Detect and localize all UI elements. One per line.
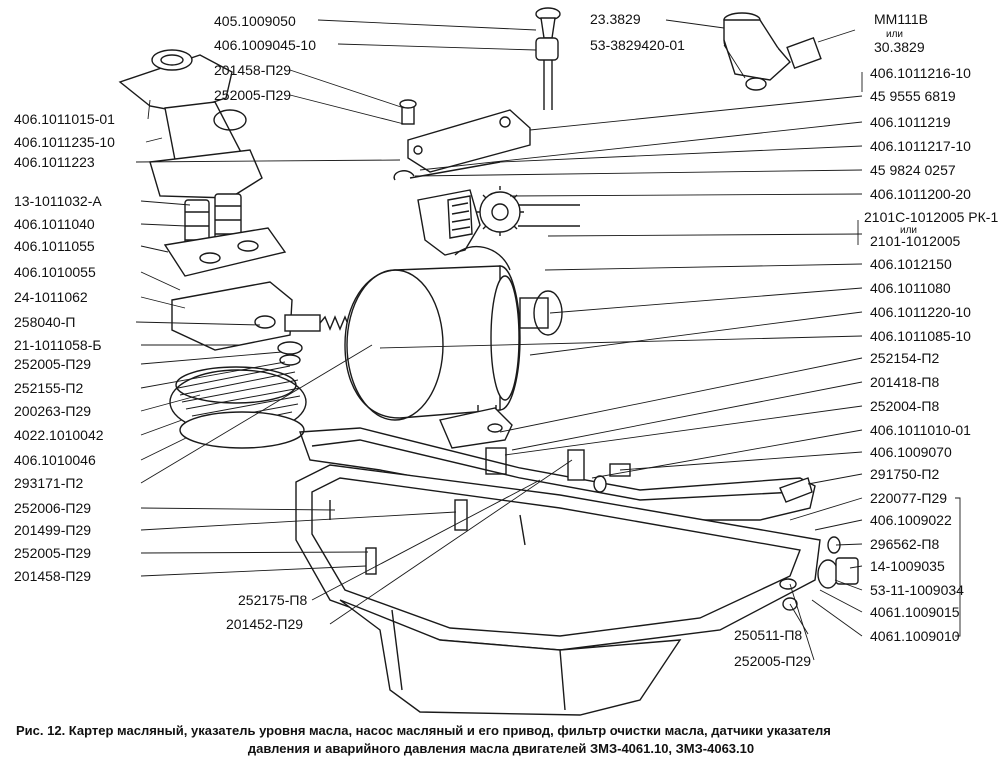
label-14-1009035: 14-1009035 xyxy=(870,558,945,574)
label-45-9555-6819: 45 9555 6819 xyxy=(870,88,956,104)
label-201458-p29-lower: 201458-П29 xyxy=(14,568,91,584)
label-406-1011217-10: 406.1011217-10 xyxy=(870,138,971,154)
drain-plug-drawing xyxy=(593,463,859,611)
label-406-1011040: 406.1011040 xyxy=(14,216,95,232)
label-4061-1009010: 4061.1009010 xyxy=(870,628,960,644)
label-23-3829: 23.3829 xyxy=(590,11,641,27)
label-201499-p29: 201499-П29 xyxy=(14,522,91,538)
label-252005-p29-top: 252005-П29 xyxy=(214,87,291,103)
label-406-1011220-10: 406.1011220-10 xyxy=(870,304,971,320)
label-201418-p8: 201418-П8 xyxy=(870,374,939,390)
label-252155-p2: 252155-П2 xyxy=(14,380,83,396)
label-406-1009070: 406.1009070 xyxy=(870,444,952,460)
pressure-sensor-drawing xyxy=(723,12,822,91)
label-53-11-1009034: 53-11-1009034 xyxy=(870,582,964,598)
label-258040-p: 258040-П xyxy=(14,314,75,330)
labels-bottom-center: 252175-П8 201452-П29 xyxy=(226,592,307,632)
labels-top-center: 405.1009050 406.1009045-10 201458-П29 25… xyxy=(214,13,316,103)
label-406-1011080: 406.1011080 xyxy=(870,280,951,296)
label-45-9824-0257: 45 9824 0257 xyxy=(870,162,956,178)
label-201452-p29: 201452-П29 xyxy=(226,616,303,632)
labels-sensor: 23.3829 53-3829420-01 ММ111В или 30.3829 xyxy=(590,11,928,55)
oil-pan-gasket-drawing xyxy=(299,427,816,521)
label-2101c-1012005-rk-1: 2101С-1012005 РК-1 xyxy=(864,209,998,225)
leader-lines xyxy=(135,19,961,661)
label-252154-p2: 252154-П2 xyxy=(870,350,939,366)
label-24-1011062: 24-1011062 xyxy=(14,289,88,305)
label-or-sensor: или xyxy=(886,29,903,40)
dipstick-drawing xyxy=(535,7,561,110)
label-406-1009022: 406.1009022 xyxy=(870,512,952,528)
label-mm111v: ММ111В xyxy=(874,11,928,27)
label-406-1011223: 406.1011223 xyxy=(14,154,95,170)
label-13-1011032-a: 13-1011032-А xyxy=(14,193,102,209)
labels-bottom-right: 250511-П8 252005-П29 xyxy=(734,627,811,669)
label-406-1012150: 406.1012150 xyxy=(870,256,952,272)
label-406-1009045-10: 406.1009045-10 xyxy=(214,37,316,53)
label-405-1009050: 405.1009050 xyxy=(214,13,296,29)
label-252006-p29: 252006-П29 xyxy=(14,500,91,516)
caption-line-1: Рис. 12. Картер масляный, указатель уров… xyxy=(16,723,831,738)
oil-strainer-drawing xyxy=(169,341,307,449)
label-53-3829420-01: 53-3829420-01 xyxy=(590,37,685,53)
label-200263-p29: 200263-П29 xyxy=(14,403,91,419)
label-293171-p2: 293171-П2 xyxy=(14,475,83,491)
label-4061-1009015: 4061.1009015 xyxy=(870,604,960,620)
labels-right-lower: 406.1012150 406.1011080 406.1011220-10 4… xyxy=(870,256,971,644)
label-252175-p8: 252175-П8 xyxy=(238,592,307,608)
pump-drive-drawing xyxy=(393,99,580,256)
exploded-parts-diagram: 406.1011015-01 406.1011235-10 406.101122… xyxy=(14,7,998,716)
oil-filter-drawing xyxy=(344,245,563,475)
label-406-1011200-20: 406.1011200-20 xyxy=(870,186,971,202)
label-252004-p8: 252004-П8 xyxy=(870,398,939,414)
label-21-1011058-b: 21-1011058-Б xyxy=(14,337,102,353)
label-291750-p2: 291750-П2 xyxy=(870,466,939,482)
labels-right: 406.1011216-10 45 9555 6819 406.1011219 … xyxy=(864,65,998,249)
label-406-1011235-10: 406.1011235-10 xyxy=(14,134,115,150)
caption-line-2: давления и аварийного давления масла дви… xyxy=(247,741,755,756)
label-296562-p8: 296562-П8 xyxy=(870,536,939,552)
figure-caption: Рис. 12. Картер масляный, указатель уров… xyxy=(16,722,986,758)
label-252005-p29-bottom-right: 252005-П29 xyxy=(734,653,811,669)
label-252005-p29-left: 252005-П29 xyxy=(14,356,91,372)
label-4022-1010042: 4022.1010042 xyxy=(14,427,104,443)
label-220077-p29: 220077-П29 xyxy=(870,490,947,506)
label-252005-p29-lower: 252005-П29 xyxy=(14,545,91,561)
label-or-drive: или xyxy=(900,225,917,236)
label-406-1011010-01: 406.1011010-01 xyxy=(870,422,971,438)
oil-pump-drawing xyxy=(118,49,378,351)
label-406-1010055: 406.1010055 xyxy=(14,264,96,280)
label-406-1011055: 406.1011055 xyxy=(14,238,95,254)
label-406-1010046: 406.1010046 xyxy=(14,452,96,468)
label-406-1011219: 406.1011219 xyxy=(870,114,951,130)
label-2101-1012005: 2101-1012005 xyxy=(870,233,961,249)
label-201458-p29-top: 201458-П29 xyxy=(214,62,291,78)
labels-left: 406.1011015-01 406.1011235-10 406.101122… xyxy=(14,111,115,584)
label-250511-p8: 250511-П8 xyxy=(734,627,802,643)
oil-pan-drawing xyxy=(295,464,821,716)
label-406-1011085-10: 406.1011085-10 xyxy=(870,328,971,344)
label-406-1011015-01: 406.1011015-01 xyxy=(14,111,115,127)
label-30-3829: 30.3829 xyxy=(874,39,925,55)
label-406-1011216-10: 406.1011216-10 xyxy=(870,65,971,81)
